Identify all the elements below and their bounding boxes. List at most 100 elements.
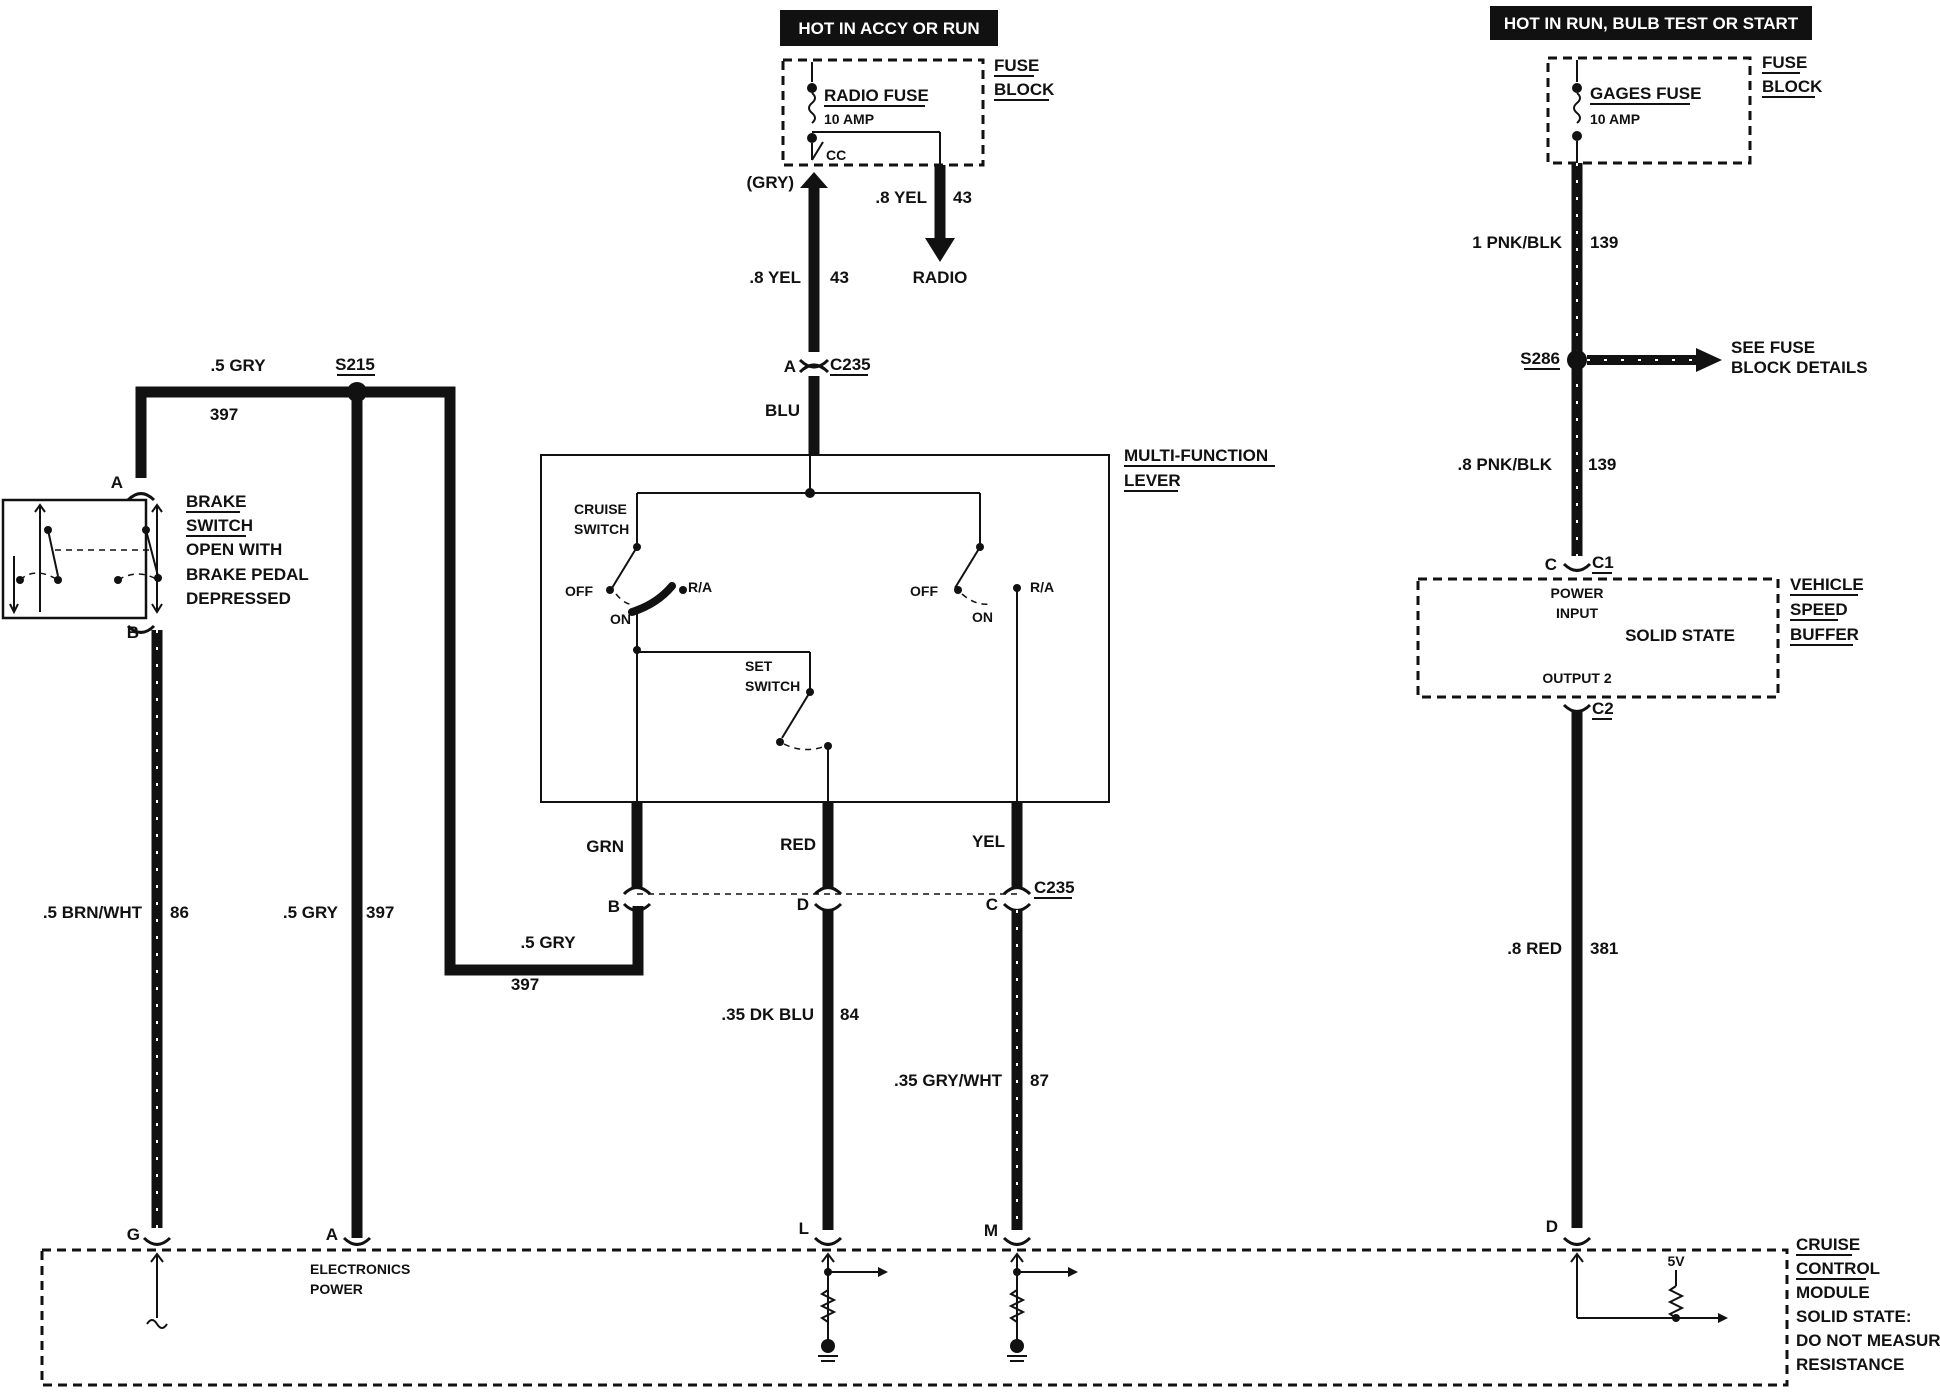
off-left-label: OFF xyxy=(565,583,593,599)
ground-l-icon xyxy=(821,1339,835,1353)
red-label: RED xyxy=(780,835,816,854)
solid-state-label: SOLID STATE xyxy=(1625,626,1735,645)
ground-m-icon xyxy=(1010,1339,1024,1353)
brake-pin-a: A xyxy=(111,473,123,492)
radio-fuse-label: RADIO FUSE xyxy=(824,86,929,105)
header-right-text: HOT IN RUN, BULB TEST OR START xyxy=(1504,14,1799,33)
splice-s215-label: S215 xyxy=(335,355,375,374)
cruise-switch-label2: SWITCH xyxy=(574,521,629,537)
gages-circuit: 1 PNK/BLK 139 S286 SEE FUSE BLOCK DETAIL… xyxy=(1458,163,1868,574)
fuse-block-left-title: FUSE xyxy=(994,56,1039,75)
see-fuse-label2: BLOCK DETAILS xyxy=(1731,358,1868,377)
loop-wire-number: 397 xyxy=(511,975,539,994)
radio-fuse-rating: 10 AMP xyxy=(824,111,874,127)
gages-fuse-icon xyxy=(1573,92,1581,124)
c235-label-bottom: C235 xyxy=(1034,878,1075,897)
gry-label: (GRY) xyxy=(746,173,794,192)
c235-pin-d: D xyxy=(797,895,809,914)
feed-size-color: .8 YEL xyxy=(749,268,801,287)
multi-function-lever: MULTI-FUNCTION LEVER CRUISE SWITCH OFF R… xyxy=(540,446,1275,1230)
module-pin-d: D xyxy=(1546,1217,1558,1236)
set-switch-label: SET xyxy=(745,658,773,674)
brake-pin-b: B xyxy=(127,623,139,642)
pnk-blk-mid-number: 139 xyxy=(1588,455,1616,474)
module-note3: RESISTANCE xyxy=(1796,1355,1904,1374)
fuse-block-right: GAGES FUSE 10 AMP FUSE BLOCK xyxy=(1546,53,1823,165)
pnk-blk-top-number: 139 xyxy=(1590,233,1618,252)
set-switch-label2: SWITCH xyxy=(745,678,800,694)
gages-fuse-label: GAGES FUSE xyxy=(1590,84,1701,103)
loop-wire-label: .5 GRY xyxy=(520,933,576,952)
c235-pin-b: B xyxy=(608,897,620,916)
brake-switch-desc1: OPEN WITH xyxy=(186,540,282,559)
module-pin-l: L xyxy=(799,1219,809,1238)
red-381-number: 381 xyxy=(1590,939,1618,958)
multi-function-title: MULTI-FUNCTION xyxy=(1124,446,1268,465)
gages-fuse-rating: 10 AMP xyxy=(1590,111,1640,127)
vehicle-speed-buffer: POWER INPUT SOLID STATE OUTPUT 2 VEHICLE… xyxy=(1416,575,1864,1228)
radio-arrow-icon xyxy=(925,238,955,262)
module-title2: CONTROL xyxy=(1796,1259,1880,1278)
vss-pin-c: C xyxy=(1545,555,1557,574)
radio-branch-number: 43 xyxy=(953,188,972,207)
header-hot-in-accy-or-run: HOT IN ACCY OR RUN xyxy=(780,10,998,46)
brake-switch: .5 GRY 397 S215 A B BRAKE SWITCH xyxy=(1,355,644,1238)
pnk-blk-top-label: 1 PNK/BLK xyxy=(1472,233,1562,252)
power-input-label2: INPUT xyxy=(1556,605,1598,621)
cruise-control-module: G A L M D ELECTRONICS POWER xyxy=(40,1217,1940,1387)
gry-arrow-icon xyxy=(800,172,828,188)
gry-wht-wire-number: 87 xyxy=(1030,1071,1049,1090)
brake-top-wire-number: 397 xyxy=(210,405,238,424)
feed-number: 43 xyxy=(830,268,849,287)
radio-label: RADIO xyxy=(913,268,968,287)
c235-pin-a: A xyxy=(784,357,796,376)
cc-terminal-label: CC xyxy=(826,147,846,163)
fuse-block-left-title2: BLOCK xyxy=(994,80,1055,99)
brake-switch-title: BRAKE xyxy=(186,492,246,511)
pnk-blk-mid-label: .8 PNK/BLK xyxy=(1458,455,1553,474)
brake-top-wire-label: .5 GRY xyxy=(210,356,266,375)
module-title1: CRUISE xyxy=(1796,1235,1860,1254)
vss-title3: BUFFER xyxy=(1790,625,1859,644)
ra-right-label: R/A xyxy=(1030,579,1054,595)
module-title3: MODULE xyxy=(1796,1283,1870,1302)
multi-function-title2: LEVER xyxy=(1124,471,1181,490)
vss-conn-c1: C1 xyxy=(1592,553,1614,572)
dk-blu-wire-label: .35 DK BLU xyxy=(721,1005,814,1024)
gry-397-wire-number: 397 xyxy=(366,903,394,922)
off-right-label: OFF xyxy=(910,583,938,599)
module-note2: DO NOT MEASURE xyxy=(1796,1331,1940,1350)
on-right-label: ON xyxy=(972,609,993,625)
header-hot-in-run-bulb-test: HOT IN RUN, BULB TEST OR START xyxy=(1490,6,1812,40)
fuse-block-right-title: FUSE xyxy=(1762,53,1807,72)
module-note1: SOLID STATE: xyxy=(1796,1307,1912,1326)
module-pin-m: M xyxy=(984,1221,998,1240)
radio-fuse-icon xyxy=(808,92,816,124)
output-2-label: OUTPUT 2 xyxy=(1542,670,1611,686)
brake-switch-desc3: DEPRESSED xyxy=(186,589,291,608)
vss-title1: VEHICLE xyxy=(1790,575,1864,594)
gry-397-loop-wire xyxy=(135,386,644,976)
electronics-power-label: ELECTRONICS xyxy=(310,1261,410,1277)
brn-wht-wire-label: .5 BRN/WHT xyxy=(43,903,143,922)
brake-switch-title2: SWITCH xyxy=(186,516,253,535)
red-381-label: .8 RED xyxy=(1507,939,1562,958)
radio-branch-size-color: .8 YEL xyxy=(875,188,927,207)
on-left-label: ON xyxy=(610,611,631,627)
vss-conn-c2: C2 xyxy=(1592,699,1614,718)
splice-s286-label: S286 xyxy=(1520,349,1560,368)
radio-fuse-feed-wire: (GRY) .8 YEL 43 A C235 BLU xyxy=(746,172,871,455)
ra-left-label: R/A xyxy=(688,579,712,595)
module-pin-a: A xyxy=(326,1225,338,1244)
radio-branch-wire: .8 YEL 43 RADIO xyxy=(875,165,972,287)
five-v-label: 5V xyxy=(1667,1253,1685,1269)
brake-switch-desc2: BRAKE PEDAL xyxy=(186,565,309,584)
power-input-label: POWER xyxy=(1551,585,1604,601)
splice-s286 xyxy=(1567,350,1587,370)
yel-label: YEL xyxy=(972,832,1005,851)
c235-label-top: C235 xyxy=(830,355,871,374)
grn-label: GRN xyxy=(586,837,624,856)
vss-title2: SPEED xyxy=(1790,600,1848,619)
module-pin-g: G xyxy=(127,1225,140,1244)
